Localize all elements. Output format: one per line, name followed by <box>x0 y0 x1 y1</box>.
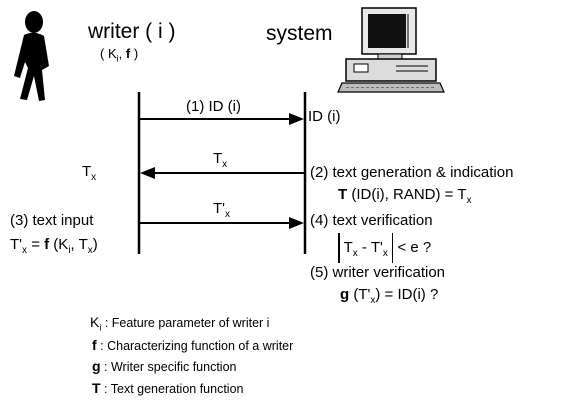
step4-title: (4) text verification <box>310 212 433 229</box>
writer-params: ( Ki, f ) <box>100 46 139 64</box>
writer-label: writer ( i ) <box>88 20 176 43</box>
step4-formula: Tx - T'x< e ? <box>334 233 431 263</box>
system-id-label: ID (i) <box>308 108 341 125</box>
step5-title: (5) writer verification <box>310 264 446 281</box>
step2-formula: T (ID(i), RAND) = Tx <box>338 186 472 206</box>
arrow-id-label: (1) ID (i) <box>186 98 241 115</box>
step2-title: (2) text generation & indication <box>310 164 514 181</box>
legend-item-f: f : Characterizing function of a writer <box>92 337 294 353</box>
abs-bar-right <box>391 233 394 263</box>
arrow-tx-label: Tx <box>213 150 228 170</box>
arrow-id-request <box>139 113 304 125</box>
person-icon <box>14 11 49 101</box>
arrow-tpx-label: T'x <box>213 200 231 220</box>
writer-tx-label: Tx <box>82 163 97 183</box>
step3-title: (3) text input <box>10 212 94 229</box>
legend-item-t: T : Text generation function <box>92 380 244 396</box>
computer-icon <box>337 7 445 93</box>
legend-item-g: g : Writer specific function <box>92 358 237 374</box>
abs-bar-left <box>338 233 340 263</box>
arrow-tpx <box>139 217 304 229</box>
legend-item-k: Ki : Feature parameter of writer i <box>90 314 270 333</box>
system-label: system <box>266 22 333 45</box>
step5-formula: g (T'x) = ID(i) ? <box>340 286 439 306</box>
step3-formula: T'x = f (Ki, Tx) <box>10 236 98 256</box>
arrow-tx <box>140 167 305 179</box>
